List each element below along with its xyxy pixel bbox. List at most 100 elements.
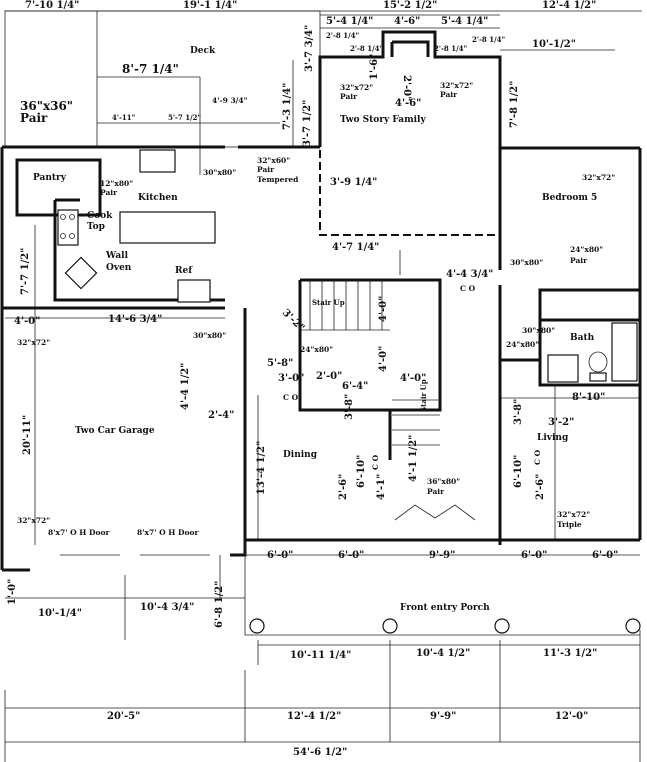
door-label: 30"x80"	[193, 331, 226, 340]
door-label: 32"x72"	[17, 516, 50, 525]
door-label: Pair	[20, 111, 48, 125]
door-label: 32"x72"	[17, 338, 50, 347]
dim-label: 9'-9"	[430, 711, 456, 722]
dim-label: 6'-4"	[342, 381, 368, 392]
cased-opening-label: C O	[283, 393, 299, 402]
dim-label: 8'-7 1/4"	[122, 62, 179, 76]
dim-label: 7'-7 1/2"	[20, 248, 31, 295]
door-label: 30"x80"	[203, 168, 236, 177]
porch-columns	[249, 618, 641, 634]
door-label: Triple	[557, 520, 582, 529]
room-labels: Deck Two Story Family Pantry Kitchen Coo…	[33, 46, 597, 613]
door-label: 36"x80"	[427, 477, 460, 486]
dim-label: 5'-7 1/2"	[168, 113, 201, 122]
dim-label: 6'-10"	[356, 455, 367, 488]
room-garage: Two Car Garage	[75, 426, 155, 436]
room-bedroom-5: Bedroom 5	[542, 193, 597, 203]
door-label: Pair	[440, 90, 458, 99]
room-pantry: Pantry	[33, 173, 67, 183]
room-living: Living	[537, 433, 569, 443]
label-wall-oven: Wall	[105, 251, 129, 261]
door-labels: 36"x36" Pair 12"x80" Pair 30"x80" 32"x60…	[17, 81, 615, 537]
dim-label: 6'-0"	[338, 550, 364, 561]
dim-label: 10'-1/2"	[532, 39, 576, 50]
dim-label: 12'-4 1/2"	[287, 711, 341, 722]
dim-label: 12'-0"	[555, 711, 588, 722]
door-label: Tempered	[257, 175, 299, 184]
dim-label: 3'-2"	[280, 307, 306, 333]
cooktop	[57, 209, 79, 246]
label-wall-oven: Oven	[106, 263, 132, 273]
dim-label: 4'-0"	[400, 373, 426, 384]
door-label: 12"x80"	[100, 179, 133, 188]
dim-label: 11'-3 1/2"	[543, 648, 597, 659]
dim-label: 3'-2"	[548, 417, 574, 428]
dim-label: 14'-6 3/4"	[108, 314, 162, 325]
dim-label: 1'-0"	[7, 579, 18, 605]
door-label: 24"x80"	[506, 340, 539, 349]
dim-label: 4'-4 3/4"	[446, 269, 493, 280]
dim-label: 1'-6"	[369, 54, 380, 80]
dim-label-total: 54'-6 1/2"	[293, 747, 347, 758]
cased-opening-label: C O	[460, 284, 476, 293]
dim-label: 6'-0"	[521, 550, 547, 561]
cased-opening-label: C O	[533, 449, 542, 465]
dim-label: 19'-1 1/4"	[183, 0, 237, 11]
door-label: 30"x80"	[510, 258, 543, 267]
dim-label: 20'-5"	[107, 711, 140, 722]
dim-label: 4'-0"	[14, 316, 40, 327]
dim-label: 3'-8"	[513, 399, 524, 425]
door-label: Pair	[100, 188, 118, 197]
label-cook-top: Cook	[87, 211, 113, 221]
room-kitchen: Kitchen	[138, 193, 178, 203]
kitchen-island	[119, 211, 216, 244]
dim-label: 9'-9"	[429, 550, 455, 561]
door-label: 36"x36"	[20, 99, 73, 113]
room-bath: Bath	[570, 333, 595, 343]
dim-label: 2'-8 1/4"	[326, 31, 359, 40]
bath-sink	[547, 354, 579, 383]
dim-label: 13'-4 1/2"	[256, 441, 267, 495]
room-front-porch: Front entry Porch	[400, 603, 490, 613]
label-stair-up: Stair Up	[312, 298, 345, 307]
dim-label: 20'-11"	[22, 415, 33, 455]
dim-label: 4'-6"	[395, 98, 421, 109]
dim-label: 2'-4"	[208, 410, 234, 421]
kitchen-sink	[139, 149, 176, 173]
dim-label: 4'-9 3/4"	[212, 96, 248, 105]
front-door	[394, 504, 476, 521]
room-deck: Deck	[190, 46, 216, 56]
dim-label: 2'-8 1/4"	[472, 35, 505, 44]
label-stair-up: Stair Up	[419, 379, 428, 412]
door-label: 8'x7' O H Door	[48, 528, 110, 537]
dim-label: 5'-4 1/4"	[441, 16, 488, 27]
dim-label: 12'-4 1/2"	[542, 0, 596, 11]
dim-label: 6'-10"	[513, 455, 524, 488]
dim-label: 4'-0"	[378, 296, 389, 322]
dim-label: 6'-0"	[267, 550, 293, 561]
room-two-story-family: Two Story Family	[340, 115, 426, 125]
dimension-lines	[4, 10, 642, 762]
column	[494, 618, 510, 634]
dim-label: 4'-1"	[376, 474, 387, 500]
dim-label: 2'-6"	[338, 474, 349, 500]
door-label: 32"x72"	[440, 81, 473, 90]
door-label: 24"x80"	[300, 345, 333, 354]
door-label: 8'x7' O H Door	[137, 528, 199, 537]
toilet	[588, 351, 608, 373]
dim-label: 2'-0"	[316, 371, 342, 382]
dim-label: 5'-8"	[267, 358, 293, 369]
dim-label: 10'-4 3/4"	[140, 602, 194, 613]
door-label: 32"x72"	[557, 510, 590, 519]
dim-label: 4'-7 1/4"	[332, 242, 379, 253]
dim-label: 3'-9 1/4"	[330, 177, 377, 188]
door-label: Pair	[570, 256, 588, 265]
dim-label: 3'-8"	[344, 394, 355, 420]
dim-label: 8'-10"	[572, 392, 605, 403]
dim-label: 7'-10 1/4"	[25, 0, 79, 11]
door-label: 30"x80"	[522, 326, 555, 335]
dim-label: 7'-8 1/2"	[509, 81, 520, 128]
room-dining: Dining	[283, 450, 318, 460]
door-label: 32"x72"	[582, 173, 615, 182]
